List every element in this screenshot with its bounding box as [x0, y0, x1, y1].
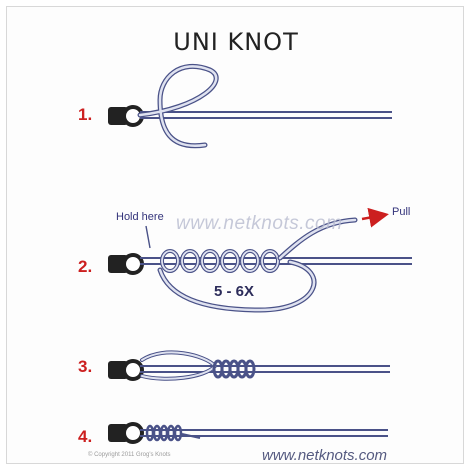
watermark: www.netknots.com — [176, 213, 343, 234]
pull-arrow-icon — [361, 207, 389, 228]
hold-here-label: Hold here — [116, 211, 164, 223]
copyright-text: © Copyright 2011 Grog's Knots — [88, 452, 171, 458]
step-3-illustration — [108, 350, 390, 381]
footer-url: www.netknots.com — [262, 447, 388, 464]
step-2-number: 2. — [78, 257, 93, 276]
hold-pointer-icon — [145, 225, 151, 249]
step-2-illustration — [108, 207, 412, 313]
step-4-illustration — [108, 422, 388, 444]
hook-eye-icon — [108, 422, 144, 444]
hook-eye-icon — [108, 105, 144, 127]
pull-label: Pull — [392, 206, 411, 218]
hook-eye-icon — [108, 359, 144, 381]
wrap-count-label: 5 - 6X — [214, 283, 255, 300]
diagram-frame — [6, 6, 464, 464]
diagram-title: UNI KNOT — [173, 28, 299, 56]
step-1-illustration — [108, 63, 392, 149]
step-3-number: 3. — [78, 357, 93, 376]
step-1-number: 1. — [78, 105, 93, 124]
step-4-number: 4. — [78, 427, 93, 446]
hook-eye-icon — [108, 253, 144, 275]
